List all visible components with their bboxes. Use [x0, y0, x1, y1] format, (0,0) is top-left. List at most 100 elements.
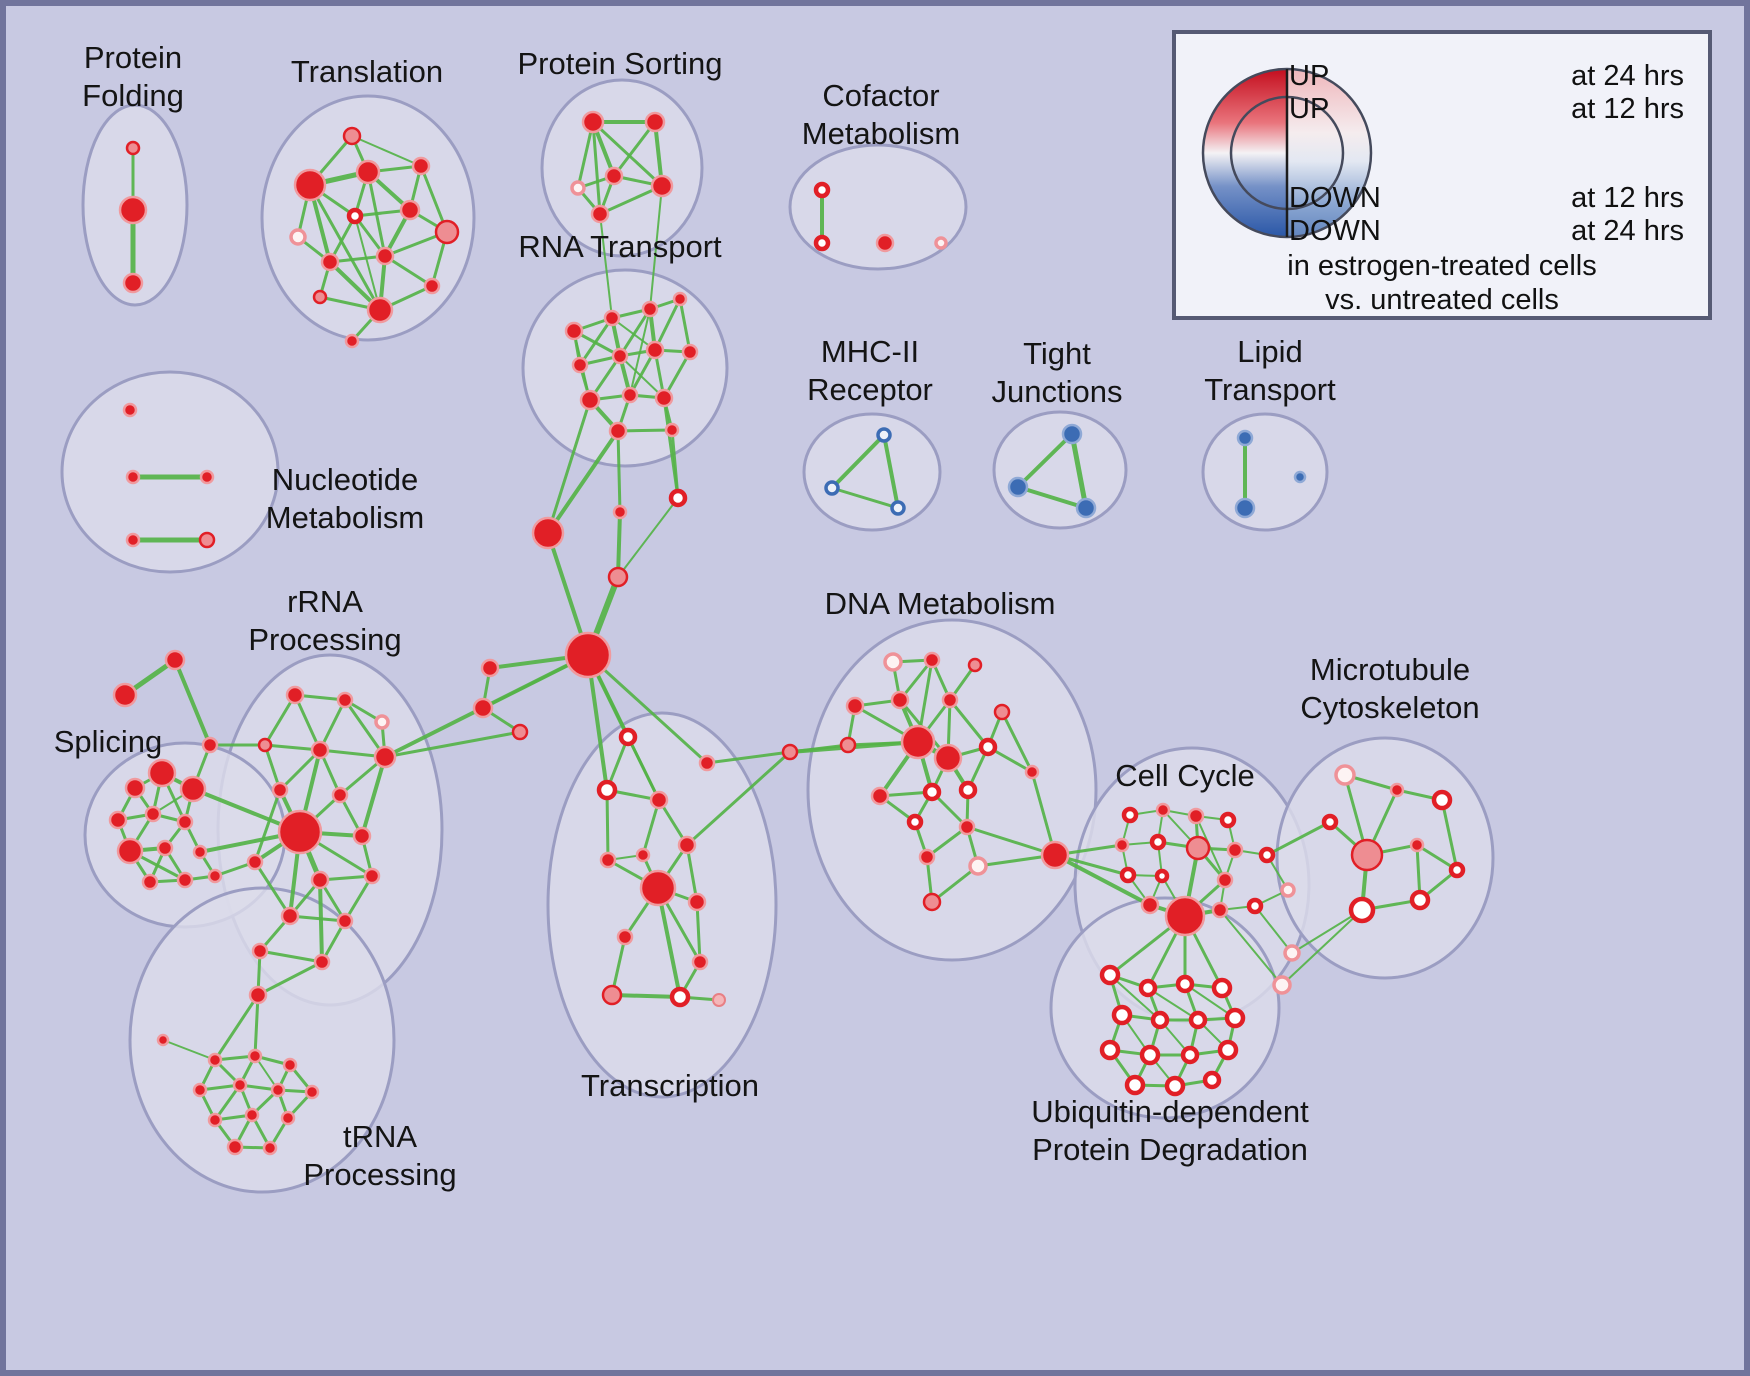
- network-node-ps4: [604, 166, 624, 186]
- network-node-tr14: [344, 333, 360, 349]
- network-node-ub7: [1188, 1010, 1208, 1030]
- network-node-dm12: [1024, 764, 1040, 780]
- network-node-tx5: [635, 847, 651, 863]
- network-node-tr4: [411, 156, 431, 176]
- network-edge: [253, 788, 282, 864]
- network-node-rr12: [310, 870, 330, 890]
- network-node-ps3: [570, 180, 586, 196]
- network-node-x1: [164, 649, 186, 671]
- legend-direction-label: DOWN: [1289, 182, 1381, 214]
- network-edge: [618, 307, 652, 358]
- legend-time-label: at 24 hrs: [1571, 60, 1684, 92]
- network-node-sp5: [144, 805, 162, 823]
- network-node-ps6: [590, 204, 610, 224]
- network-node-mc9: [1448, 861, 1466, 879]
- network-node-mc8: [1409, 889, 1431, 911]
- network-edge: [705, 750, 792, 765]
- network-node-tx8: [687, 892, 707, 912]
- network-node-ub3: [1175, 974, 1195, 994]
- network-node-cc12: [1216, 871, 1234, 889]
- network-edge: [599, 213, 613, 319]
- network-node-ps5: [650, 174, 674, 198]
- network-node-cc18: [1283, 944, 1301, 962]
- cluster-label-rrna-processing: Processing: [248, 622, 401, 657]
- network-node-nm3: [199, 469, 215, 485]
- network-node-mc4: [1321, 813, 1339, 831]
- network-node-dm11: [978, 737, 998, 757]
- network-node-mc6: [1409, 837, 1425, 853]
- network-edge: [1016, 485, 1088, 510]
- network-node-rt1: [564, 321, 584, 341]
- network-node-rt10: [621, 386, 639, 404]
- network-node-x10: [607, 566, 629, 588]
- cluster-label-tight-junctions: Tight: [1023, 336, 1091, 371]
- network-edge: [641, 798, 661, 857]
- cluster-label-translation: Translation: [291, 54, 443, 89]
- legend-caption-line1: in estrogen-treated cells: [1287, 250, 1597, 282]
- network-edge: [1053, 853, 1152, 907]
- network-node-dm9: [900, 724, 936, 760]
- network-node-rt8: [681, 343, 699, 361]
- network-node-cc4: [1219, 811, 1237, 829]
- cluster-label-mhc-ii-receptor: Receptor: [807, 372, 933, 407]
- network-node-lt1: [1236, 429, 1254, 447]
- network-node-tn7: [232, 1077, 248, 1093]
- network-edge: [308, 183, 382, 312]
- network-node-dm4: [845, 696, 865, 716]
- network-node-rt2: [603, 309, 621, 327]
- network-edge: [360, 755, 387, 838]
- cluster-label-rrna-processing: rRNA: [287, 584, 363, 619]
- network-edge: [925, 825, 969, 859]
- network-node-rt9: [579, 389, 601, 411]
- cluster-label-dna-metabolism: DNA Metabolism: [825, 586, 1056, 621]
- network-edge: [253, 860, 292, 918]
- network-node-rr2: [336, 691, 354, 709]
- network-node-rr14: [280, 906, 300, 926]
- network-node-tr1: [342, 126, 362, 146]
- network-node-tr5: [289, 228, 307, 246]
- network-node-x6: [511, 723, 529, 741]
- network-edge: [162, 1039, 216, 1061]
- legend-right-half-gradient: [1287, 69, 1371, 237]
- cluster-label-protein-sorting: Protein Sorting: [517, 46, 722, 81]
- network-node-cc2: [1155, 802, 1171, 818]
- network-node-x8: [531, 516, 565, 550]
- cluster-label-ubiquitin-degradation: Ubiquitin-dependent: [1031, 1094, 1309, 1129]
- network-node-x9: [612, 504, 628, 520]
- cluster-label-splicing: Splicing: [54, 724, 163, 759]
- network-node-dm14: [922, 782, 942, 802]
- network-node-rt12: [608, 421, 628, 441]
- network-node-x13: [781, 743, 799, 761]
- network-node-ub1: [1099, 964, 1121, 986]
- network-edge: [318, 698, 347, 752]
- network-node-dm8: [839, 736, 857, 754]
- network-node-cc7: [1185, 835, 1211, 861]
- network-edge: [610, 993, 682, 999]
- network-edge: [1281, 909, 1363, 986]
- network-node-sp4: [108, 810, 128, 830]
- network-edge: [383, 254, 434, 288]
- network-node-cm3: [875, 233, 895, 253]
- network-node-rr1: [285, 685, 305, 705]
- network-edge: [578, 316, 614, 367]
- network-node-cc1: [1121, 806, 1139, 824]
- legend-direction-label: UP: [1289, 60, 1330, 92]
- legend-rings: [1182, 48, 1392, 258]
- network-node-tn1: [248, 985, 268, 1005]
- network-node-dm15: [958, 780, 978, 800]
- network-node-mc7: [1348, 896, 1376, 924]
- network-edge: [343, 698, 387, 759]
- network-node-rr17: [313, 953, 331, 971]
- network-node-dm10: [933, 743, 963, 773]
- network-edge: [649, 185, 663, 310]
- network-edge: [612, 120, 657, 178]
- network-node-mc5: [1350, 838, 1384, 872]
- network-node-nm4: [125, 532, 141, 548]
- network-node-tx12: [669, 986, 691, 1008]
- network-node-rt6: [611, 347, 629, 365]
- network-edge: [617, 497, 679, 578]
- network-node-tx9: [616, 928, 634, 946]
- network-node-ps1: [581, 110, 605, 134]
- network-node-x11: [564, 631, 612, 679]
- network-edge: [546, 429, 620, 535]
